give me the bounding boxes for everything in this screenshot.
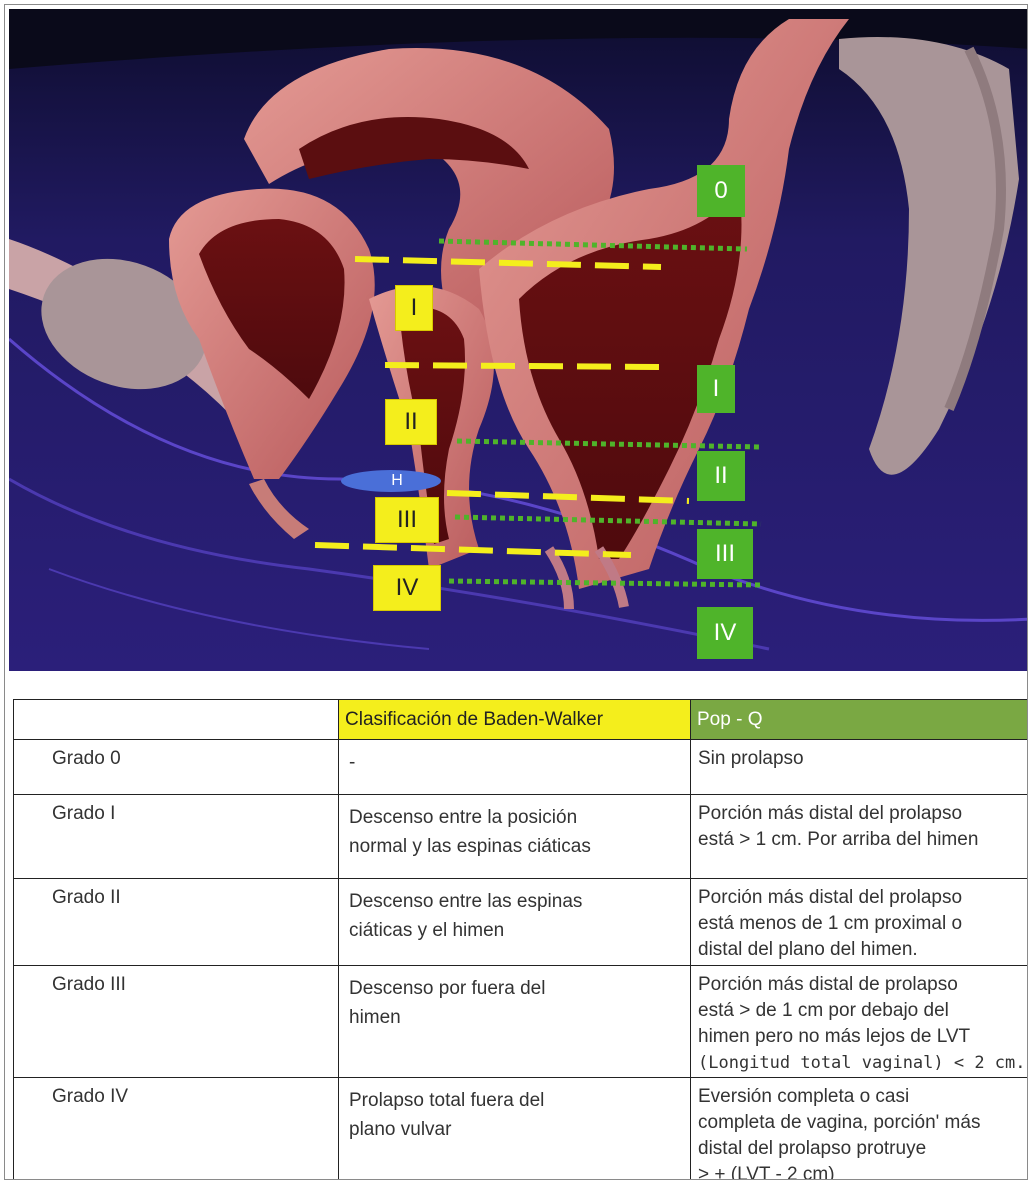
baden-walker-cell: Descenso por fuera del himen (339, 966, 691, 1078)
header-baden-walker: Clasificación de Baden-Walker (339, 700, 691, 740)
popq-cell: Eversión completa o casi completa de vag… (691, 1078, 1029, 1181)
baden-walker-cell: Descenso entre las espinas ciáticas y el… (339, 879, 691, 966)
grade-cell: Grado III (14, 966, 339, 1078)
cell-line: distal del plano del himen. (698, 937, 1028, 963)
popq-cell: Porción más distal de prolapso está > de… (691, 966, 1029, 1078)
baden-walker-cell: Prolapso total fuera del plano vulvar (339, 1078, 691, 1181)
cell-line: himen pero no más lejos de LVT (698, 1024, 1028, 1050)
cell-line: Sin prolapso (698, 746, 1028, 772)
cell-line: himen (349, 1003, 682, 1032)
table-row: Grado I Descenso entre la posición norma… (14, 795, 1029, 879)
cell-line: plano vulvar (349, 1115, 682, 1144)
cell-line: Descenso por fuera del (349, 974, 682, 1003)
baden-walker-cell: - (339, 740, 691, 795)
popq-cell: Porción más distal del prolapso está > 1… (691, 795, 1029, 879)
popq-marker-i: I (697, 365, 735, 413)
cell-line: Porción más distal del prolapso (698, 885, 1028, 911)
cell-line: está > 1 cm. Por arriba del himen (698, 827, 1028, 853)
popq-cell: Sin prolapso (691, 740, 1029, 795)
table-header-row: Clasificación de Baden-Walker Pop - Q (14, 700, 1029, 740)
cell-line: Porción más distal de prolapso (698, 972, 1028, 998)
baden-walker-marker-ii: II (385, 399, 437, 445)
cell-line: > + (LVT - 2 cm) (698, 1162, 1028, 1180)
hymen-label: H (383, 467, 411, 495)
cell-line: Descenso entre las espinas (349, 887, 682, 916)
table-row: Grado II Descenso entre las espinas ciát… (14, 879, 1029, 966)
popq-marker-iii: III (697, 529, 753, 579)
grade-cell: Grado IV (14, 1078, 339, 1181)
header-cell-empty (14, 700, 339, 740)
cell-line: Porción más distal del prolapso (698, 801, 1028, 827)
table-row: Grado III Descenso por fuera del himen P… (14, 966, 1029, 1078)
cell-line: (Longitud total vaginal) < 2 cm. (698, 1050, 1028, 1076)
cell-line: distal del prolapso protruye (698, 1136, 1028, 1162)
grade-cell: Grado 0 (14, 740, 339, 795)
cell-line: Eversión completa o casi (698, 1084, 1028, 1110)
popq-cell: Porción más distal del prolapso está men… (691, 879, 1029, 966)
figure-frame: H I II III IV 0 I II III IV Clasificació… (4, 4, 1028, 1180)
baden-walker-marker-iii: III (375, 497, 439, 543)
cell-line: ciáticas y el himen (349, 916, 682, 945)
cell-line: Descenso entre la posición (349, 803, 682, 832)
cell-line: Prolapso total fuera del (349, 1086, 682, 1115)
grade-cell: Grado I (14, 795, 339, 879)
grade-cell: Grado II (14, 879, 339, 966)
header-popq: Pop - Q (691, 700, 1029, 740)
prolapse-classification-table: Clasificación de Baden-Walker Pop - Q Gr… (13, 699, 1028, 1180)
cell-line: está > de 1 cm por debajo del (698, 998, 1028, 1024)
baden-walker-marker-i: I (395, 285, 433, 331)
table-row: Grado 0 - Sin prolapso (14, 740, 1029, 795)
cell-line: - (349, 748, 682, 777)
cell-line: normal y las espinas ciáticas (349, 832, 682, 861)
baden-walker-marker-iv: IV (373, 565, 441, 611)
baden-walker-cell: Descenso entre la posición normal y las … (339, 795, 691, 879)
popq-marker-ii: II (697, 451, 745, 501)
pelvic-anatomy-illustration (9, 9, 1028, 671)
table-row: Grado IV Prolapso total fuera del plano … (14, 1078, 1029, 1181)
cell-line: completa de vagina, porción' más (698, 1110, 1028, 1136)
cell-line: está menos de 1 cm proximal o (698, 911, 1028, 937)
popq-marker-iv: IV (697, 607, 753, 659)
popq-marker-0: 0 (697, 165, 745, 217)
